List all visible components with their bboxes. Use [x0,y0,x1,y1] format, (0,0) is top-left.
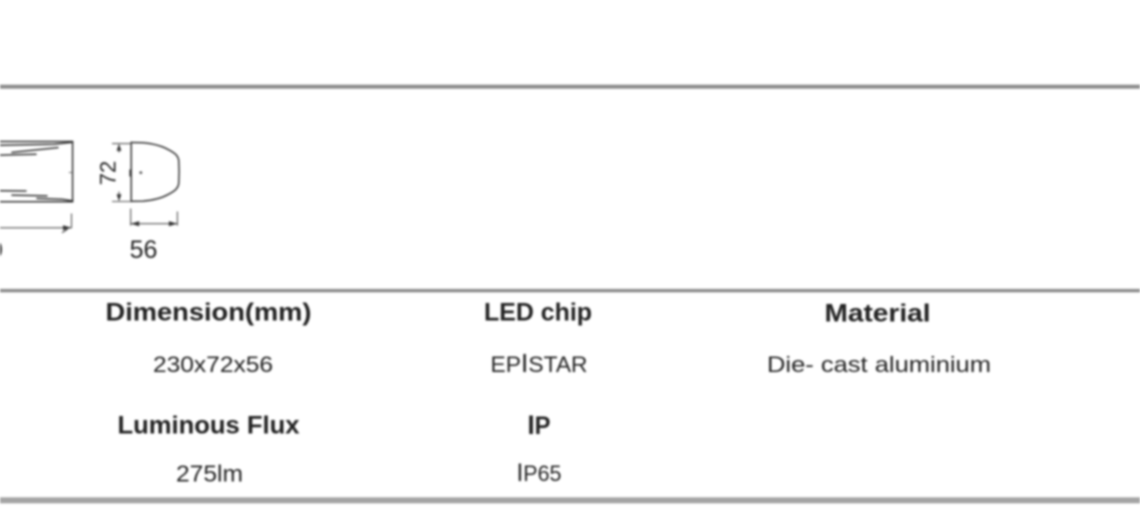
svg-text:230x72x56: 230x72x56 [153,352,273,377]
svg-text:EPISTAR: EPISTAR [491,348,588,378]
svg-text:LED chip: LED chip [484,299,592,327]
svg-text:Luminous Flux: Luminous Flux [118,412,300,440]
svg-text:Dimension(mm): Dimension(mm) [106,299,312,327]
svg-text:275lm: 275lm [176,461,243,487]
svg-text:0: 0 [0,237,3,263]
svg-text:IP65: IP65 [517,459,562,487]
svg-text:72: 72 [96,161,121,185]
svg-text:IP: IP [528,410,551,440]
svg-text:Die- cast aluminium: Die- cast aluminium [767,352,991,377]
svg-text:Material: Material [825,300,931,328]
svg-text:56: 56 [130,236,158,264]
